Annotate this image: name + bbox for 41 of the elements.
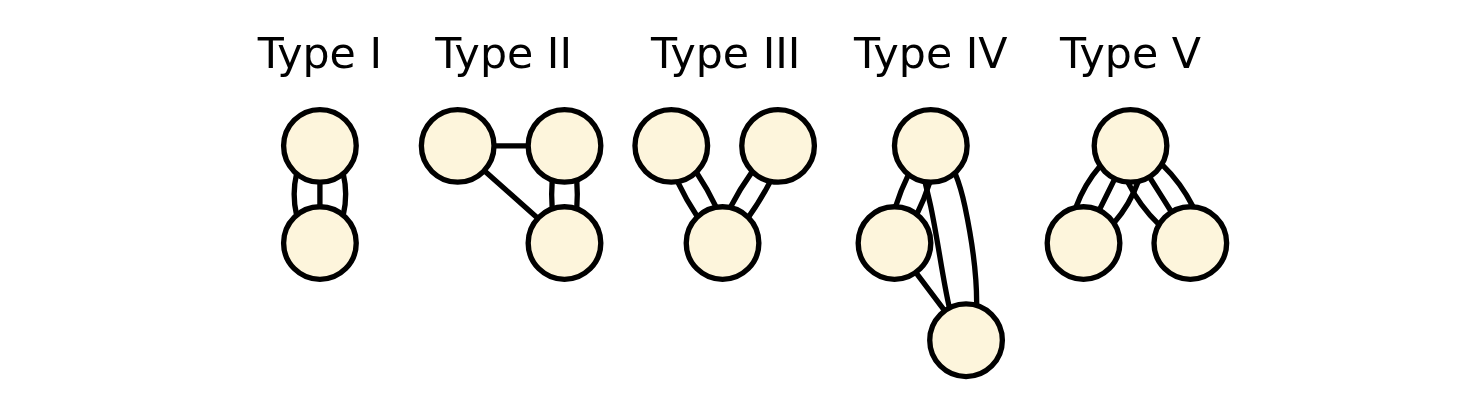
node-circle (1151, 204, 1230, 283)
connector (952, 172, 980, 306)
node-circle (683, 204, 762, 283)
connector (914, 181, 933, 216)
connector (291, 173, 300, 216)
connector (746, 180, 773, 219)
label: Type II (435, 27, 573, 78)
connector (893, 173, 911, 208)
connector (1159, 162, 1196, 208)
label: Type V (1060, 27, 1201, 78)
connector (317, 182, 323, 207)
label: Type I (257, 27, 383, 78)
connector (1147, 175, 1174, 214)
connector (727, 170, 755, 209)
connector (574, 180, 580, 209)
node-circle (632, 106, 711, 185)
label: Type IV (854, 27, 1008, 78)
connector (1111, 180, 1141, 225)
node-circle (525, 204, 604, 283)
connector (675, 180, 700, 219)
node-circle (280, 204, 359, 283)
connector (694, 170, 719, 209)
node-circle (1044, 204, 1123, 283)
node-circle (927, 301, 1006, 380)
connector (340, 173, 349, 216)
connector (1096, 177, 1117, 212)
node-circle (855, 204, 934, 283)
label: Type III (651, 27, 801, 78)
connector (482, 168, 540, 221)
node-circle (891, 106, 970, 185)
connector (549, 180, 555, 209)
connector (1125, 181, 1161, 227)
connector (1073, 164, 1102, 209)
connector (913, 271, 947, 313)
node-circle (1091, 106, 1170, 185)
connector (922, 181, 953, 309)
node-circle (280, 106, 359, 185)
node-circle (525, 106, 604, 185)
node-circle (739, 106, 818, 185)
node-circle (418, 106, 497, 185)
connector (494, 143, 529, 149)
